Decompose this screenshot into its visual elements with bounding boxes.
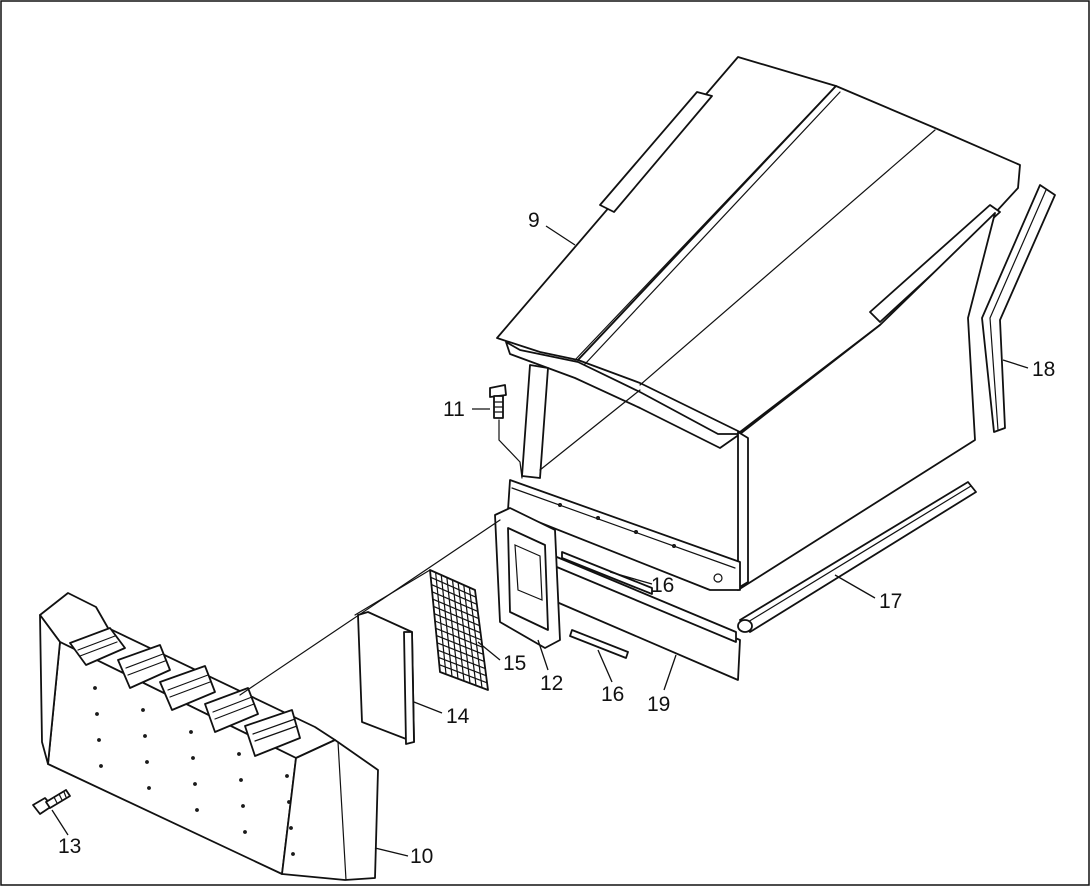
- part-13-bolt: [32, 789, 71, 815]
- callout-16-lower: 16: [601, 683, 624, 706]
- part-10-grille: [39, 592, 379, 881]
- part-18-rubber-strip: [981, 184, 1056, 433]
- leader-19: [663, 654, 677, 691]
- callout-9: 9: [528, 209, 540, 232]
- leader-18: [1002, 359, 1029, 369]
- part-16-strip-lower: [569, 629, 629, 659]
- callout-17: 17: [879, 590, 902, 613]
- leader-14: [413, 701, 443, 714]
- part-15-mesh: [429, 569, 489, 691]
- part-12-frame: [494, 507, 561, 649]
- part-17-seal: [737, 481, 977, 633]
- part-11-bolt: [489, 384, 523, 479]
- leader-16a: [609, 571, 653, 585]
- leader-10: [374, 847, 409, 857]
- leader-13: [51, 809, 69, 836]
- callout-16-upper: 16: [651, 574, 674, 597]
- callout-14: 14: [446, 705, 470, 728]
- guide-line-a: [239, 519, 501, 696]
- callout-18: 18: [1032, 358, 1055, 381]
- leader-16b: [597, 649, 613, 683]
- callout-19: 19: [647, 693, 670, 716]
- leader-15: [477, 641, 501, 661]
- callout-12: 12: [540, 672, 563, 695]
- guide-line-b: [354, 569, 431, 616]
- callout-10: 10: [410, 845, 433, 868]
- leader-9: [545, 225, 576, 246]
- callout-11: 11: [443, 398, 465, 421]
- callout-15: 15: [503, 652, 526, 675]
- part-14-filter: [357, 611, 415, 745]
- leader-17: [834, 574, 876, 599]
- leader-12: [537, 639, 549, 671]
- callout-13: 13: [58, 835, 81, 858]
- part-9-hood: [496, 56, 1021, 591]
